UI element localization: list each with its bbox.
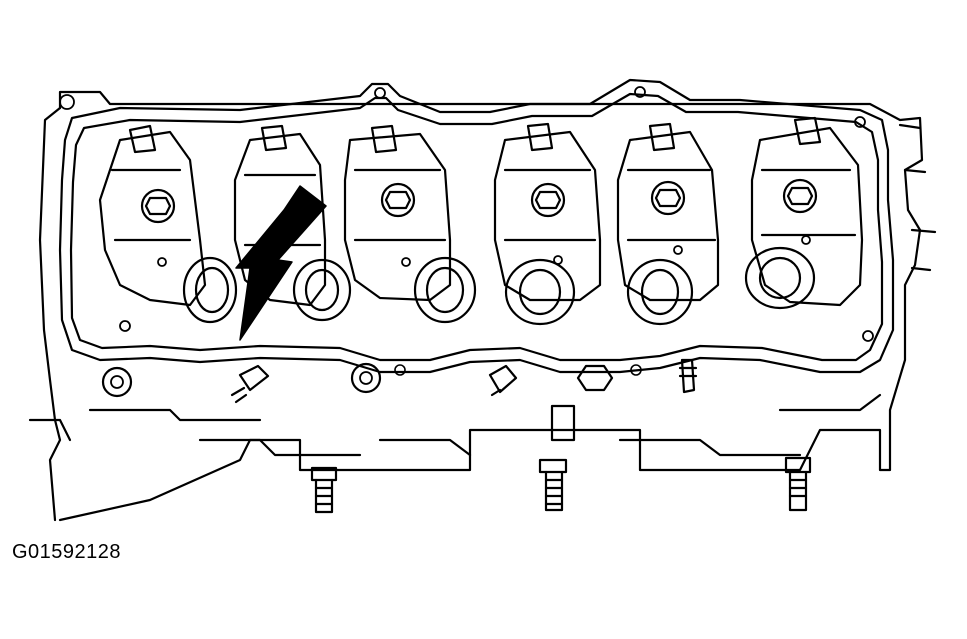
rocker-arm-1: [100, 126, 236, 322]
figure-id-label: G01592128: [12, 541, 122, 563]
rocker-arm-3: [345, 126, 475, 322]
spark-plugs: [232, 360, 696, 402]
exhaust-studs: [312, 406, 810, 512]
head-bolts: [103, 364, 641, 396]
rocker-arm-5: [618, 124, 718, 324]
rocker-arm-6: [746, 118, 862, 308]
pointer-arrow-icon: [236, 186, 326, 340]
valve-cover-gasket: [60, 80, 893, 372]
cylinder-head-casting: [30, 92, 935, 520]
rocker-arm-4: [495, 124, 600, 324]
